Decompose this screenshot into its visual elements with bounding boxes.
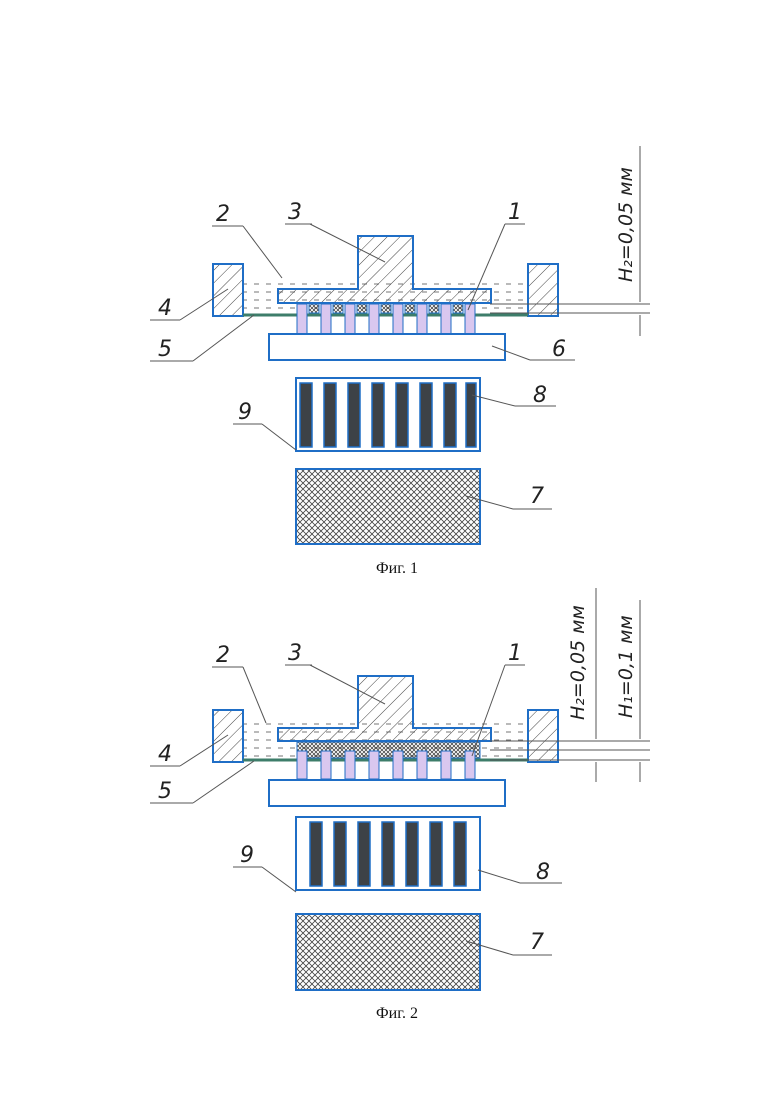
wall-left <box>213 264 243 316</box>
label-9: 9 <box>240 843 254 868</box>
label-2: 2 <box>216 202 230 227</box>
punch <box>278 676 491 741</box>
grid-bar <box>372 383 384 447</box>
grid-bar <box>406 822 418 886</box>
substrate-plate <box>269 780 505 806</box>
base-block <box>296 469 480 544</box>
label-4: 4 <box>158 742 172 767</box>
label-4: 4 <box>158 296 172 321</box>
grid-bar <box>466 383 476 447</box>
pillar <box>369 751 379 779</box>
grid-bar <box>358 822 370 886</box>
cell <box>429 304 439 313</box>
pillar <box>417 304 427 334</box>
pillar <box>465 751 475 779</box>
punch <box>278 236 491 303</box>
label-1: 1 <box>508 200 522 225</box>
pillar <box>321 304 331 334</box>
grid-bar <box>300 383 312 447</box>
label-8: 8 <box>536 860 550 885</box>
pillar <box>417 751 427 779</box>
cell <box>357 304 367 313</box>
cell <box>309 304 319 313</box>
base-block <box>296 914 480 990</box>
caption-fig2: Фиг. 2 <box>376 1005 418 1022</box>
grid-bars <box>310 822 466 886</box>
grid-bar <box>310 822 322 886</box>
pillar <box>465 304 475 334</box>
caption-fig1: Фиг. 1 <box>376 560 418 577</box>
substrate-plate <box>269 334 505 360</box>
grid-bar <box>420 383 432 447</box>
pillar <box>297 304 307 334</box>
grid-bar <box>334 822 346 886</box>
wall-right <box>528 710 558 762</box>
dim-h2: H₂=0,05 мм <box>615 167 637 282</box>
label-1: 1 <box>508 641 522 666</box>
label-9: 9 <box>238 400 252 425</box>
grid-bar <box>454 822 466 886</box>
grid-bar <box>348 383 360 447</box>
pillar <box>441 751 451 779</box>
pillar <box>393 751 403 779</box>
dim-h1: H₁=0,1 мм <box>615 615 637 718</box>
pillar <box>393 304 403 334</box>
pillar <box>369 304 379 334</box>
wall-left <box>213 710 243 762</box>
wall-right <box>528 264 558 316</box>
grid-bar <box>430 822 442 886</box>
cell <box>405 304 415 313</box>
dim-h2: H₂=0,05 мм <box>567 605 589 720</box>
label-3: 3 <box>288 200 302 225</box>
grid-bar <box>382 822 394 886</box>
pillar <box>345 751 355 779</box>
cell <box>453 304 463 313</box>
label-7: 7 <box>530 484 544 509</box>
label-3: 3 <box>288 641 302 666</box>
grid-bar <box>396 383 408 447</box>
pillar <box>441 304 451 334</box>
pillar <box>345 304 355 334</box>
label-6: 6 <box>552 337 566 362</box>
label-8: 8 <box>533 383 547 408</box>
grid-bar <box>444 383 456 447</box>
figure-2: 2 3 1 4 5 8 9 7 H₂=0,05 мм H₁=0,1 мм Фиг… <box>150 588 650 1022</box>
grid-bar <box>324 383 336 447</box>
cell <box>333 304 343 313</box>
label-5: 5 <box>158 779 172 804</box>
pillar <box>297 751 307 779</box>
label-7: 7 <box>530 930 544 955</box>
figure-1: 2 3 1 4 5 6 8 9 7 H₂=0,05 мм Фиг. 1 <box>150 146 650 577</box>
pillar <box>321 751 331 779</box>
label-2: 2 <box>216 643 230 668</box>
label-5: 5 <box>158 337 172 362</box>
cell <box>381 304 391 313</box>
